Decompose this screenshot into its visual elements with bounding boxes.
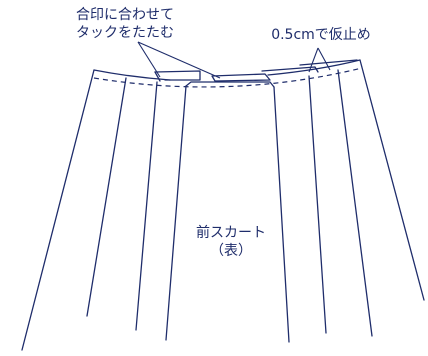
- front-skirt-label: 前スカート （表）: [176, 224, 286, 260]
- leader-baste-1: [308, 47, 319, 73]
- skirt-left-edge: [21, 69, 95, 351]
- tuck-fold-right: [261, 66, 319, 73]
- skirt-right-edge: [359, 59, 425, 301]
- leader-tuck-1: [137, 41, 161, 78]
- tuck-fold-front: [185, 81, 275, 88]
- tuck-fold-right-2: [299, 59, 358, 66]
- panel-line-5: [308, 75, 327, 334]
- front-skirt-label-line2: （表）: [210, 243, 252, 259]
- baste-annotation: 0.5cmで仮止め: [246, 26, 396, 44]
- panel-line-6: [337, 69, 373, 337]
- panel-line-2: [135, 81, 158, 331]
- tuck-fold-center: [211, 73, 271, 82]
- panel-line-4: [273, 86, 290, 343]
- tuck-annotation: 合印に合わせて タックをたたむ: [50, 6, 200, 42]
- tuck-fold-left: [154, 70, 201, 81]
- tuck-fold-left-inner: [154, 71, 161, 82]
- waist-edge-right: [267, 59, 361, 76]
- waist-edge-left: [93, 69, 171, 81]
- front-skirt-label-line1: 前スカート: [196, 225, 266, 241]
- panel-line-1: [86, 77, 127, 317]
- leader-tuck-2: [137, 41, 221, 79]
- baste-annotation-text: 0.5cmで仮止め: [271, 27, 371, 43]
- leader-baste-2: [317, 47, 331, 71]
- basting-line: [93, 67, 363, 88]
- tuck-annotation-line1: 合印に合わせて: [76, 7, 174, 23]
- panel-line-3: [165, 85, 187, 341]
- tuck-annotation-line2: タックをたたむ: [76, 25, 174, 41]
